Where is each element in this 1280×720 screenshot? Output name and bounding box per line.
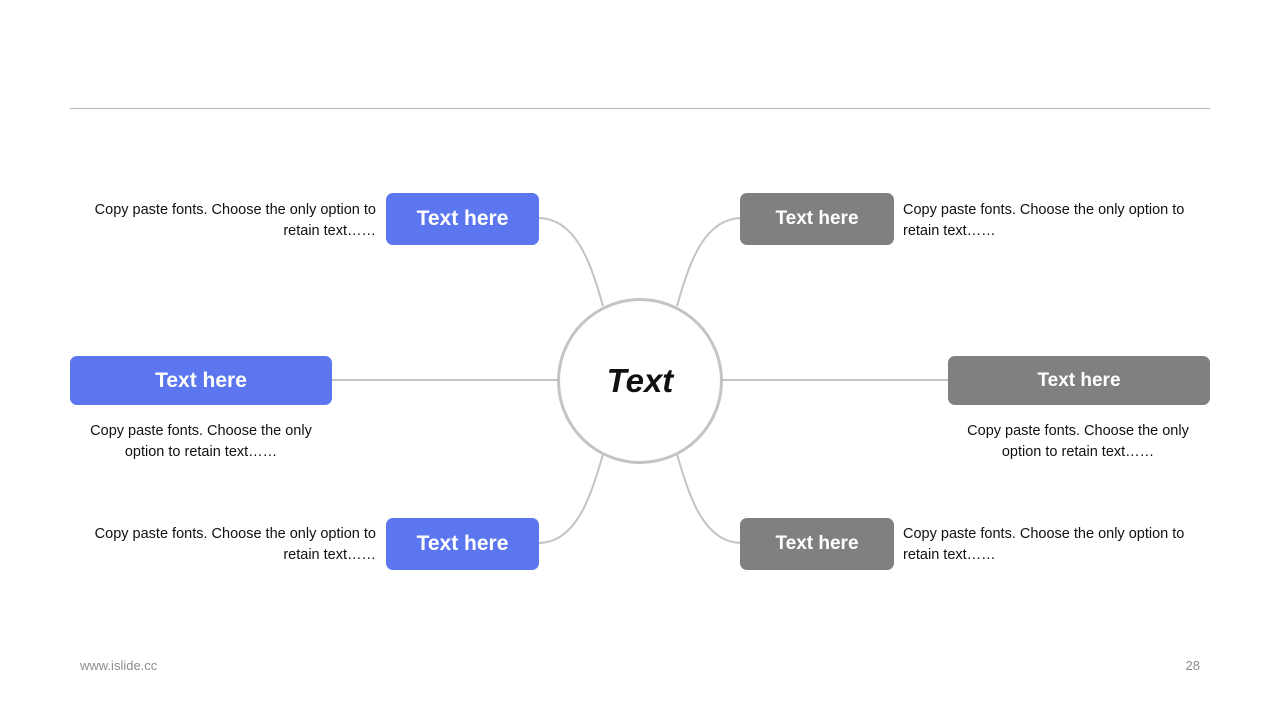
- node-middle-right: Text here: [948, 356, 1210, 405]
- description-middle-left: Copy paste fonts. Choose the only option…: [90, 423, 312, 460]
- node-middle-left-label: Text here: [155, 368, 247, 392]
- node-bottom-right-label: Text here: [775, 533, 859, 554]
- node-bottom-left: Text here: [386, 518, 539, 570]
- node-top-left: Text here: [386, 193, 539, 245]
- node-top-left-label: Text here: [416, 207, 509, 230]
- description-top-left: Copy paste fonts. Choose the only option…: [94, 202, 376, 239]
- node-bottom-left-label: Text here: [416, 532, 509, 555]
- node-top-right-label: Text here: [775, 208, 859, 229]
- description-bottom-left: Copy paste fonts. Choose the only option…: [94, 526, 376, 563]
- connector-top-right: [676, 217, 743, 307]
- center-circle: Text: [557, 298, 723, 464]
- center-label: Text: [606, 362, 674, 399]
- connector-bottom-right: [676, 453, 743, 544]
- node-middle-right-label: Text here: [1037, 369, 1121, 391]
- footer-website: www.islide.cc: [80, 658, 158, 673]
- node-top-right: Text here: [740, 193, 894, 245]
- description-bottom-right: Copy paste fonts. Choose the only option…: [903, 526, 1185, 563]
- connector-bottom-left: [537, 453, 604, 544]
- footer-page-number: 28: [1185, 658, 1200, 673]
- connector-top-left: [537, 217, 604, 307]
- top-divider: [70, 108, 1210, 109]
- description-top-right: Copy paste fonts. Choose the only option…: [903, 202, 1185, 239]
- description-middle-right: Copy paste fonts. Choose the only option…: [967, 423, 1189, 460]
- node-bottom-right: Text here: [740, 518, 894, 570]
- node-middle-left: Text here: [70, 356, 332, 405]
